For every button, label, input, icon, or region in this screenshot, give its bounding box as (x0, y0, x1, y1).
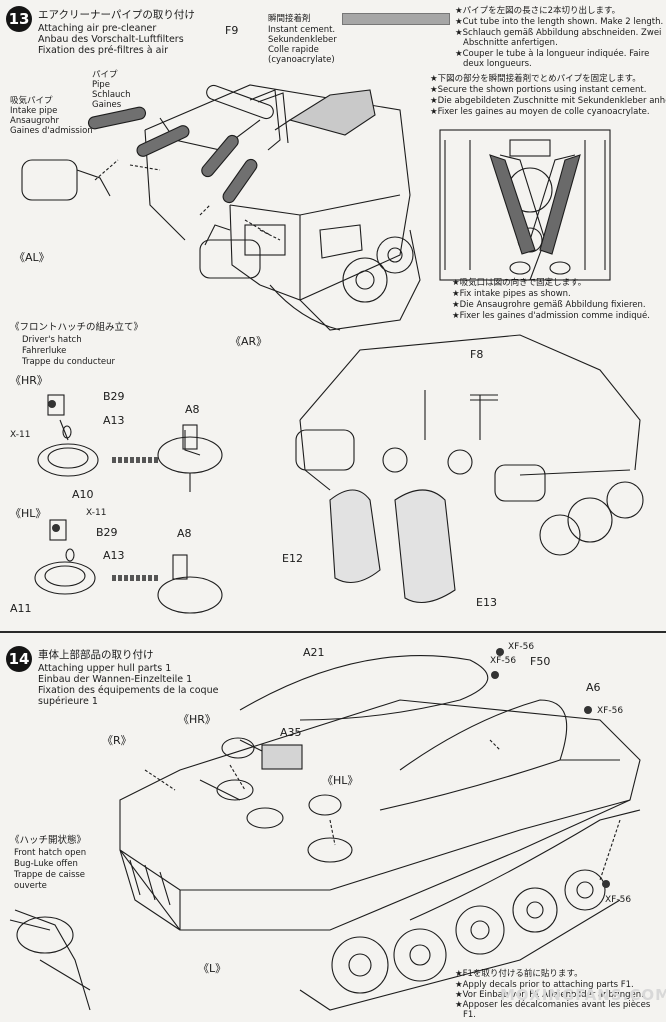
pipe-de: Schlauch (92, 90, 131, 100)
hatch-ja: 《フロントハッチの組み立て》 (10, 322, 144, 333)
step14-note-ja: ★F1を取り付ける前に貼ります。 (455, 969, 583, 979)
label-f9: F9 (225, 24, 239, 37)
label-a21: A21 (303, 646, 325, 659)
note1-fr2: deux longueurs. (463, 59, 532, 69)
label-a11: A11 (10, 602, 32, 615)
label-l: 《L》 (198, 962, 227, 975)
hatch-en: Driver's hatch (22, 335, 82, 345)
air-cleaner-right (199, 239, 261, 279)
label-xf56-d: XF-56 (605, 895, 632, 905)
label-r: 《R》 (102, 734, 132, 747)
step-13-title-ja: エアクリーナーパイプの取り付け (38, 9, 195, 21)
open-fr1: Trappe de caisse (14, 870, 86, 880)
label-e13: E13 (476, 596, 497, 609)
note1-ja: ★パイプを左図の長さに2本切り出します。 (455, 6, 621, 16)
label-a13b: A13 (103, 549, 125, 562)
watermark: MOXINGFANS.COM (500, 986, 666, 1004)
label-a10: A10 (72, 488, 94, 501)
label-a35: A35 (280, 726, 302, 739)
note1-fr1: ★Couper le tube à la longueur indiquée. … (455, 49, 650, 59)
step14-note-en: ★Apply decals prior to attaching parts F… (455, 980, 634, 990)
label-hr-14: 《HR》 (178, 713, 216, 726)
note2-de: ★Die abgebildeten Zuschnitte mit Sekunde… (430, 96, 666, 106)
note3-fr: ★Fixer les gaines d'admission comme indi… (452, 311, 650, 321)
step-divider (0, 631, 666, 633)
step-13-title-de: Anbau des Vorschalt-Luftfilters (38, 34, 184, 45)
hull-rear-drawing (21, 84, 421, 331)
label-xf56-a: XF-56 (508, 642, 535, 652)
label-b29: B29 (103, 390, 125, 403)
step14-note-de: ★Vor Einbau von F1 Abziehbilder anbringe… (455, 990, 644, 1000)
hatch-de: Fahrerluke (22, 346, 67, 356)
label-f8: F8 (470, 348, 484, 361)
intake-en: Intake pipe (10, 106, 58, 116)
pipe-fr: Gaines (92, 100, 122, 110)
label-hl-14: 《HL》 (322, 774, 359, 787)
open-ja: 《ハッチ開状態》 (10, 835, 87, 846)
label-xf56-c: XF-56 (597, 706, 624, 716)
intake-fr: Gaines d'admission (10, 126, 93, 136)
step-14-title-de: Einbau der Wannen-Einzelteile 1 (38, 674, 193, 685)
note3-de: ★Die Ansaugrohre gemäß Abbildung fixiere… (452, 300, 646, 310)
note2-fr: ★Fixer les gaines au moyen de colle cyan… (430, 107, 650, 117)
hull-e12-e13-drawing (295, 334, 644, 604)
label-al: 《AL》 (14, 251, 50, 264)
label-a13: A13 (103, 414, 125, 427)
note1-de1: ★Schlauch gemäß Abbildung abschneiden. Z… (455, 28, 662, 38)
label-hl: 《HL》 (10, 507, 47, 520)
cement-de: Sekundenkleber (268, 35, 337, 45)
cement-fr: Colle rapide (268, 45, 319, 55)
rear-detail-drawing (439, 129, 611, 281)
label-a8: A8 (185, 403, 200, 416)
step-14-title-fr2: supérieure 1 (38, 696, 98, 707)
label-hr: 《HR》 (10, 374, 48, 387)
label-xf56-b: XF-56 (490, 656, 517, 666)
step-13-title-en: Attaching air pre-cleaner (38, 23, 157, 34)
cut-length-bar (342, 13, 450, 25)
pipe-ja: パイプ (92, 70, 118, 80)
label-b29b: B29 (96, 526, 118, 539)
label-e12: E12 (282, 552, 303, 565)
pipe-en: Pipe (92, 80, 110, 90)
note1-en: ★Cut tube into the length shown. Make 2 … (455, 17, 664, 27)
air-cleaner-left (21, 159, 78, 201)
note3-en: ★Fix intake pipes as shown. (452, 289, 571, 299)
open-en: Front hatch open (14, 848, 87, 858)
intake-ja: 吸気パイプ (10, 96, 53, 106)
step-13-title-fr: Fixation des pré-filtres à air (38, 45, 168, 56)
label-a8b: A8 (177, 527, 192, 540)
label-x11b: X-11 (86, 508, 107, 518)
label-a6: A6 (586, 681, 601, 694)
hatch-hl-drawing (34, 519, 223, 614)
step-14-title-en: Attaching upper hull parts 1 (38, 663, 172, 674)
note1-de2: Abschnitte anfertigen. (463, 38, 558, 48)
note2-en: ★Secure the shown portions using instant… (430, 85, 647, 95)
cement-ja: 瞬間接着剤 (268, 14, 311, 24)
open-de: Bug-Luke offen (14, 859, 78, 869)
note2-ja: ★下図の部分を瞬間接着剤でとめパイプを固定します。 (430, 74, 641, 84)
step14-note-fr1: ★Apposer les décalcomanies avant les piè… (455, 1000, 651, 1010)
step-14-title-fr1: Fixation des équipements de la coque (38, 685, 219, 696)
upper-hull-drawing (9, 655, 641, 1011)
note3-ja: ★吸気口は図の向きで固定します。 (452, 278, 587, 288)
step-14-title-ja: 車体上部部品の取り付け (38, 649, 154, 661)
step-14-number: 14 (6, 646, 32, 672)
label-x11: X-11 (10, 430, 31, 440)
cement-en: Instant cement. (268, 25, 336, 35)
hatch-hr-drawing (37, 394, 223, 492)
label-f50: F50 (530, 655, 551, 668)
open-fr2: ouverte (14, 881, 47, 891)
step-13-number: 13 (6, 6, 32, 32)
hatch-fr: Trappe du conducteur (22, 357, 116, 367)
label-ar: 《AR》 (230, 335, 268, 348)
step14-note-fr2: F1. (463, 1010, 476, 1020)
intake-de: Ansaugrohr (10, 116, 60, 126)
cement-fr2: (cyanoacrylate) (268, 55, 335, 65)
